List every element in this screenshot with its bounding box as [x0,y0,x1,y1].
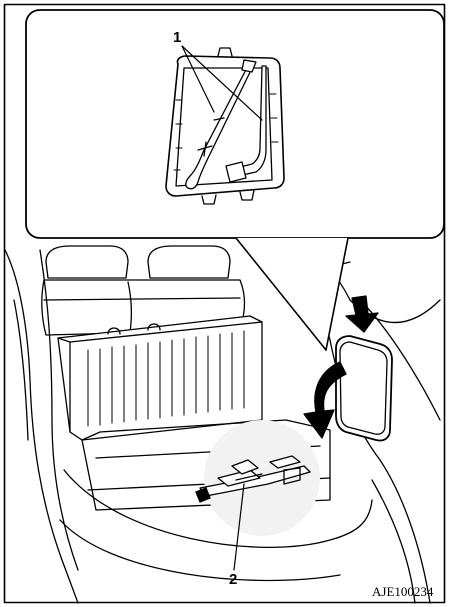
headrest-right [148,246,230,278]
callout-2-label: 2 [229,572,237,587]
headrest-left [46,246,128,278]
floor-board [58,316,262,440]
reference-code: AJE100234 [372,585,433,598]
callout-1-label: 1 [173,30,181,45]
cargo-area-scene [5,240,440,603]
